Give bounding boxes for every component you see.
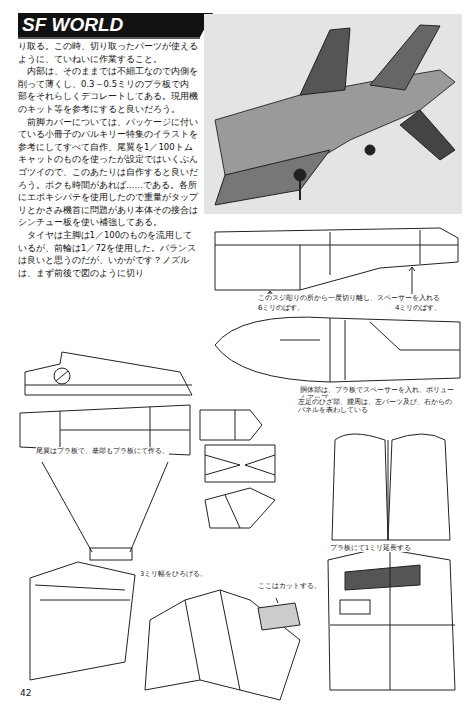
body-paragraph: 内部は、そのままでは不細工なので内側を削って薄くし、0.3～0.5ミリのプラ板で… [18, 65, 198, 115]
fuselage-top [215, 317, 460, 382]
photo [204, 14, 462, 214]
leg-covers [328, 434, 455, 690]
title-banner [18, 13, 213, 37]
annotation: 3ミリ幅をひろげる。 [140, 570, 207, 578]
nozzles [200, 410, 275, 528]
title-rule [18, 37, 200, 39]
intake-part [20, 352, 192, 455]
body-column: り取る。この時、切り取ったパーツが使えるように、ていねいに作業すること。内部は、… [18, 40, 198, 279]
leg-parts [145, 590, 300, 700]
annotation: 左足のひざ部、腰周は、左パーツ及び、右からのパネルを表わしている [298, 398, 458, 415]
tail-fin [30, 562, 135, 680]
fuselage-side [215, 228, 458, 302]
body-paragraph: り取る。この時、切り取ったパーツが使えるように、ていねいに作業すること。 [18, 40, 198, 65]
page-number: 42 [20, 688, 31, 700]
annotation: ここはカットする。 [258, 582, 321, 590]
annotation: このスジ彫りの所から一度切り離し、スペーサーを入れる [258, 294, 440, 302]
annotation: 4ミリのばす。 [395, 304, 441, 313]
annotation: 尾翼はプラ板で、基部もプラ板にて作る。 [36, 447, 169, 455]
body-paragraph: タイヤは主脚は1／100のものを流用しているが、前輪は1／72を使用した。バラン… [18, 229, 198, 279]
annotation: 6ミリのばす。 [258, 304, 304, 313]
tail-frame [42, 462, 168, 560]
body-paragraph: 前脚カバーについては、パッケージに付いている小冊子のバルキリー特集のイラストを参… [18, 116, 198, 229]
page-title: SF WORLD [18, 13, 213, 37]
annotation: プラ板にて1ミリ延長する [330, 544, 411, 552]
